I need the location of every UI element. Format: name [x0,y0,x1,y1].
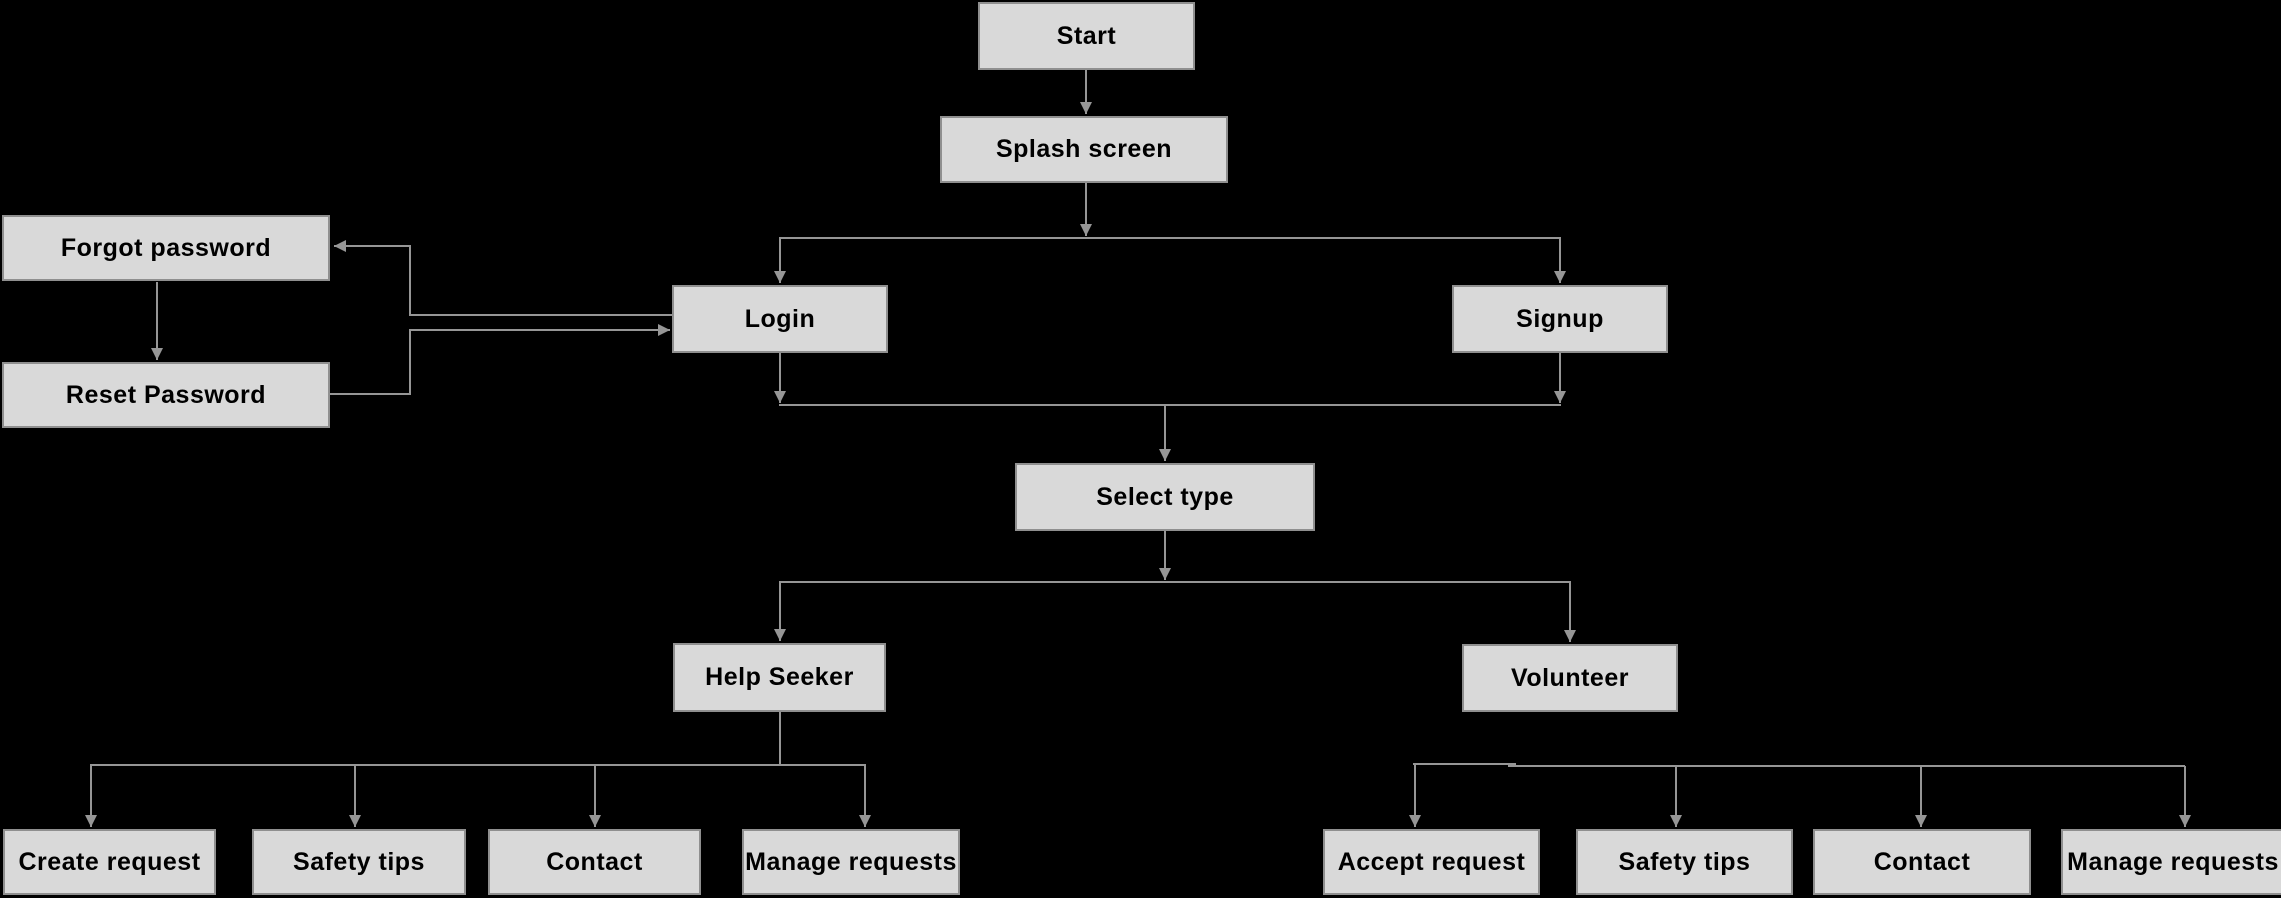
node-forgot-password[interactable]: Forgot password [2,215,330,281]
node-safety-tips-right[interactable]: Safety tips [1576,829,1793,895]
node-label: Select type [1096,482,1234,511]
node-label: Contact [546,847,643,876]
node-volunteer[interactable]: Volunteer [1462,644,1678,712]
node-create-request[interactable]: Create request [3,829,216,895]
node-reset-password[interactable]: Reset Password [2,362,330,428]
node-label: Manage requests [745,847,957,876]
node-contact-right[interactable]: Contact [1813,829,2031,895]
node-select-type[interactable]: Select type [1015,463,1315,531]
node-label: Safety tips [1618,847,1751,876]
node-label: Reset Password [65,380,267,409]
node-manage-requests-left[interactable]: Manage requests [742,829,960,895]
node-accept-request[interactable]: Accept request [1323,829,1540,895]
node-label: Safety tips [293,847,425,876]
node-contact-left[interactable]: Contact [488,829,701,895]
node-label: Start [1056,21,1117,50]
node-signup[interactable]: Signup [1452,285,1668,353]
node-start[interactable]: Start [978,2,1195,70]
node-login[interactable]: Login [672,285,888,353]
node-label: Create request [18,847,201,876]
node-label: Accept request [1337,847,1526,876]
node-label: Splash screen [995,135,1173,163]
node-label: Contact [1873,847,1971,876]
edge-login-forgot-password [334,240,672,316]
node-safety-tips-left[interactable]: Safety tips [252,829,466,895]
node-label: Login [744,304,816,333]
node-manage-requests-right[interactable]: Manage requests [2061,829,2281,895]
edge-reset-login [330,324,670,395]
node-label: Volunteer [1511,663,1629,692]
node-label: Forgot password [60,233,272,262]
node-label: Help Seeker [705,663,854,691]
node-help-seeker[interactable]: Help Seeker [673,643,886,712]
node-label: Manage requests [2067,847,2279,876]
node-splash-screen[interactable]: Splash screen [940,116,1228,183]
node-label: Signup [1516,304,1604,333]
